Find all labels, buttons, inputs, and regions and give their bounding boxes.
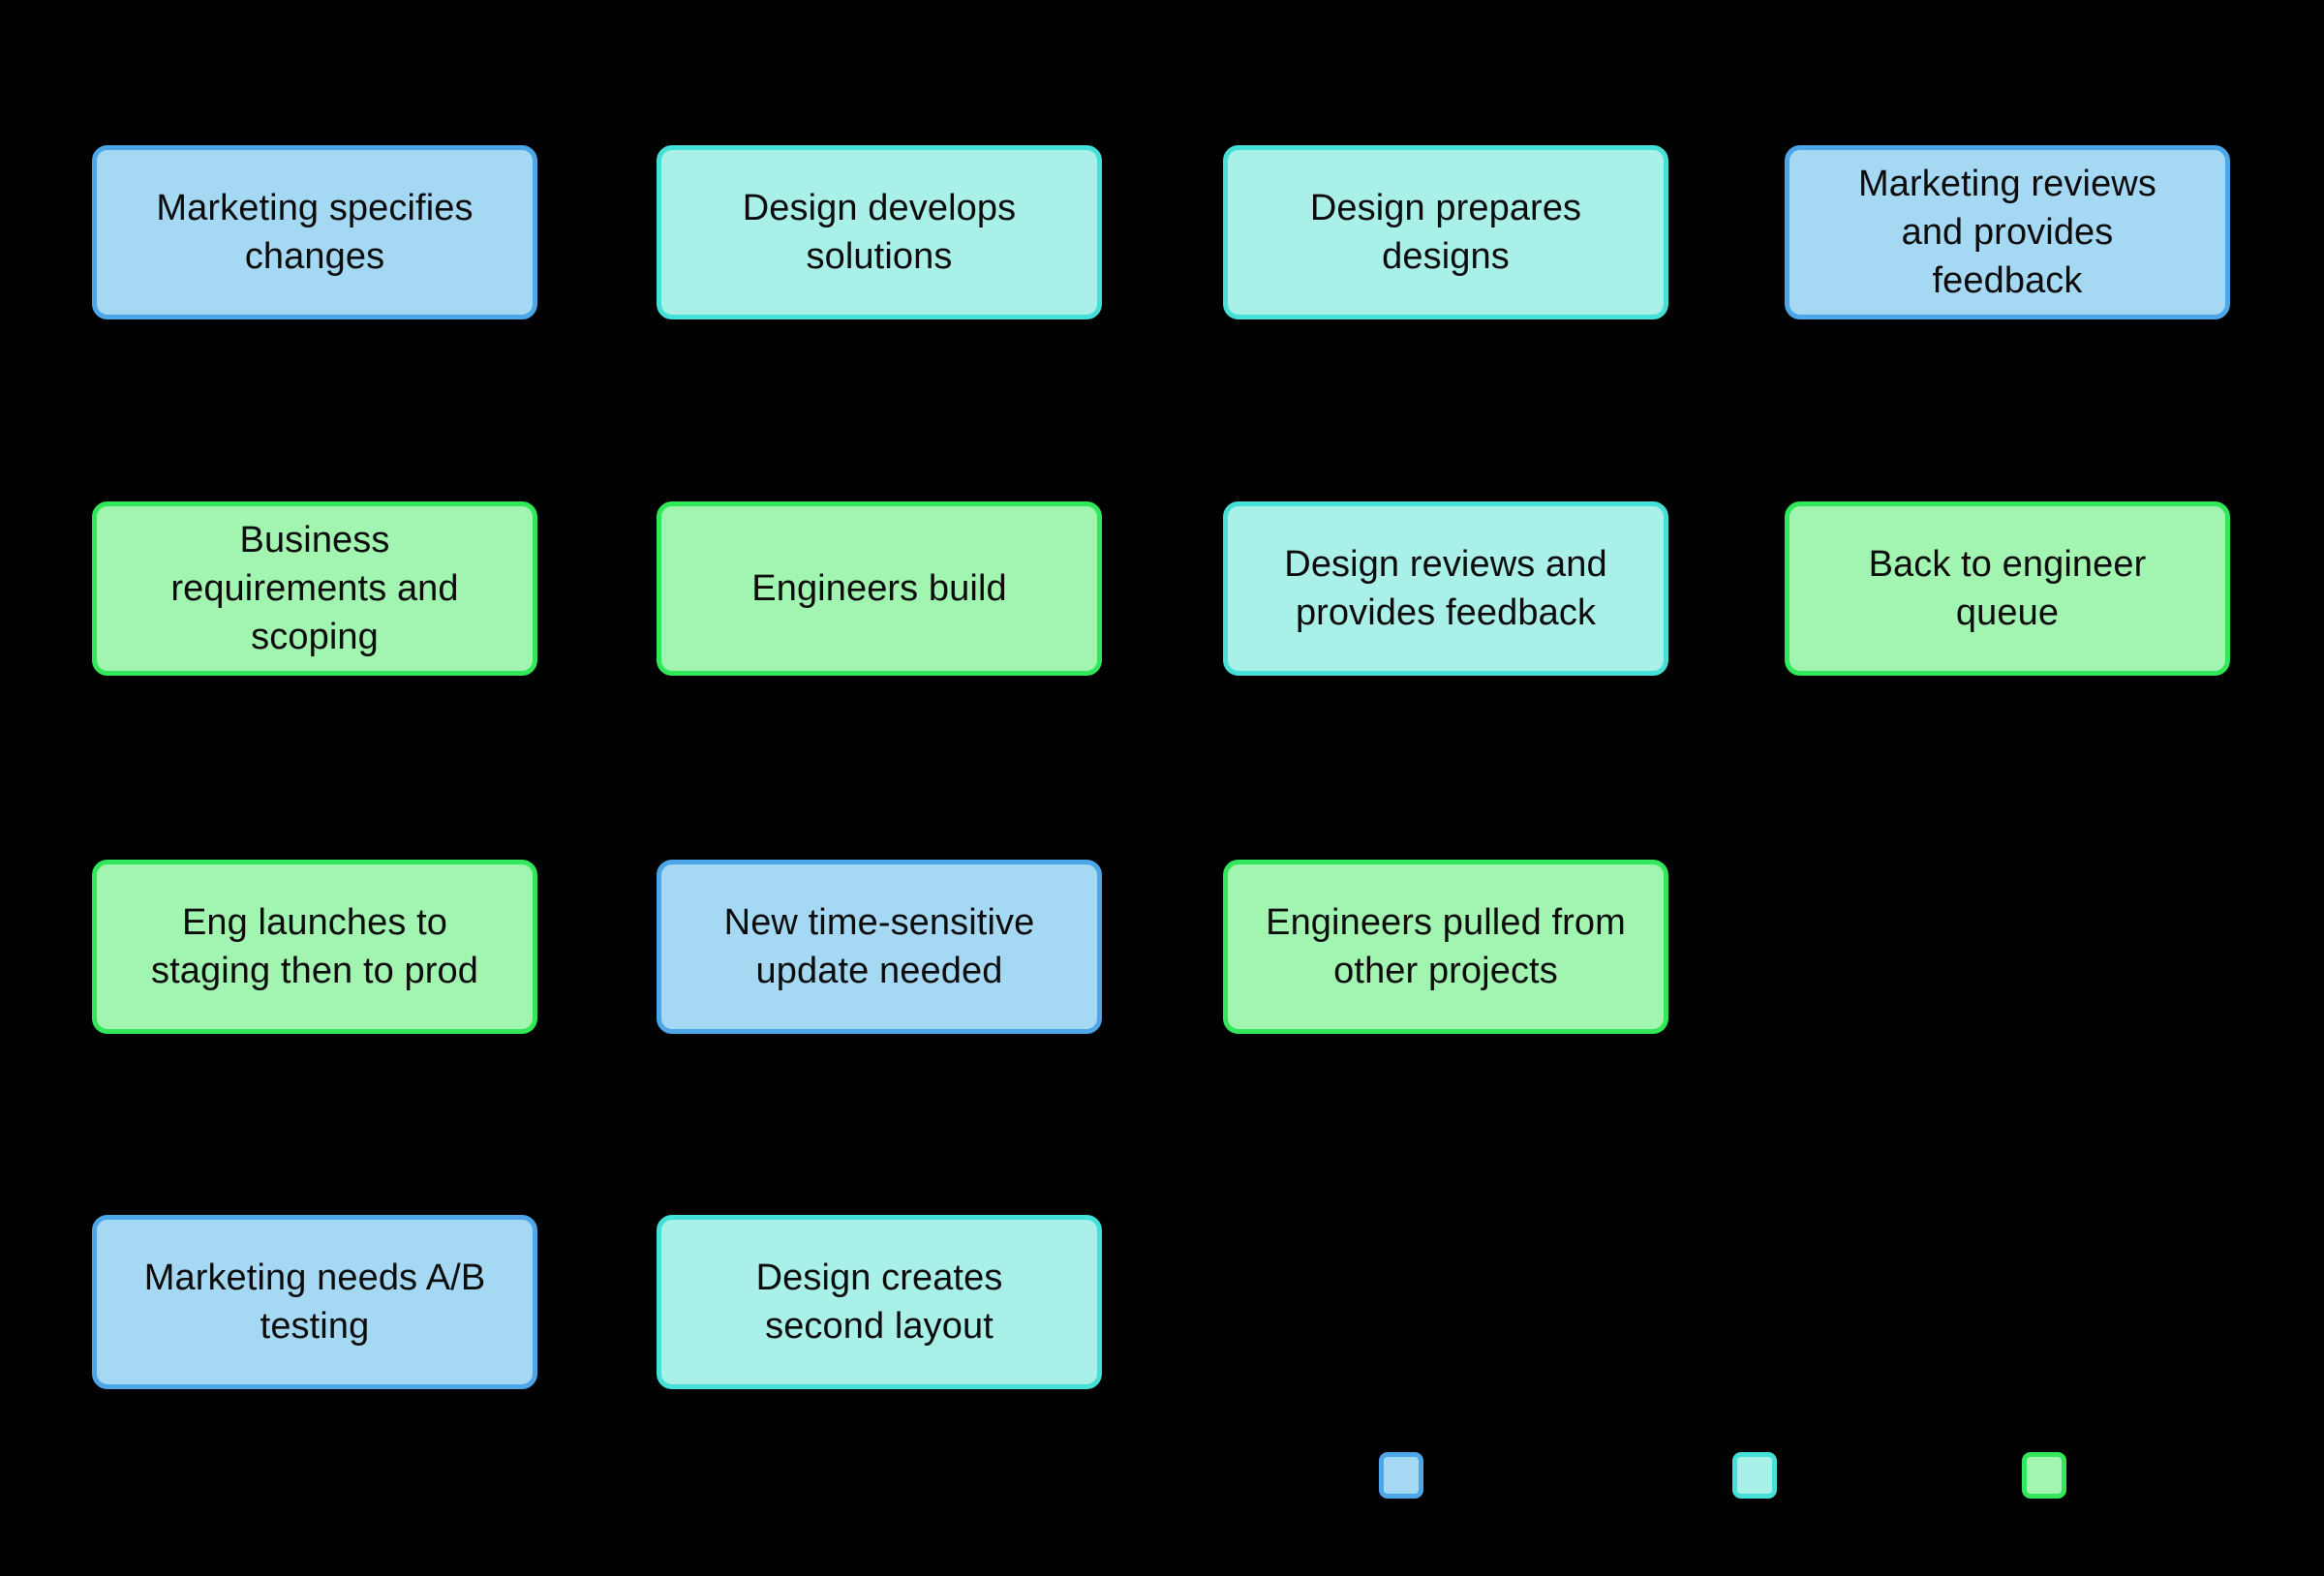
flow-node-label: Business requirements and scoping: [170, 519, 459, 658]
flow-node-n4[interactable]: Marketing reviews and provides feedback: [1785, 145, 2230, 319]
flow-node-label: Back to engineer queue: [1868, 543, 2147, 633]
flow-node-n3[interactable]: Design prepares designs: [1223, 145, 1668, 319]
flow-node-label: Marketing specifies changes: [156, 187, 474, 277]
flow-node-label: Marketing reviews and provides feedback: [1858, 163, 2156, 302]
legend-swatch-marketing: [1379, 1452, 1423, 1499]
flow-node-n11[interactable]: Engineers pulled from other projects: [1223, 860, 1668, 1034]
legend-swatch-design: [1732, 1452, 1777, 1499]
flow-node-n10[interactable]: New time-sensitive update needed: [657, 860, 1102, 1034]
flow-node-n1[interactable]: Marketing specifies changes: [92, 145, 537, 319]
flow-node-n12[interactable]: Marketing needs A/B testing: [92, 1215, 537, 1389]
flow-node-label: Eng launches to staging then to prod: [151, 901, 478, 991]
flow-node-label: Engineers pulled from other projects: [1266, 901, 1626, 991]
flow-node-n7[interactable]: Design reviews and provides feedback: [1223, 501, 1668, 676]
flow-node-label: Design develops solutions: [742, 187, 1017, 277]
flow-node-n9[interactable]: Eng launches to staging then to prod: [92, 860, 537, 1034]
flow-node-n13[interactable]: Design creates second layout: [657, 1215, 1102, 1389]
flow-node-label: Design prepares designs: [1309, 187, 1582, 277]
flow-node-label: Marketing needs A/B testing: [143, 1257, 486, 1347]
legend-swatch-engineering: [2022, 1452, 2066, 1499]
flow-node-n6[interactable]: Engineers build: [657, 501, 1102, 676]
flow-node-label: Design reviews and provides feedback: [1284, 543, 1607, 633]
flow-node-label: Design creates second layout: [755, 1257, 1003, 1347]
flow-node-n5[interactable]: Business requirements and scoping: [92, 501, 537, 676]
flow-node-n2[interactable]: Design develops solutions: [657, 145, 1102, 319]
flow-node-label: New time-sensitive update needed: [723, 901, 1035, 991]
flow-node-label: Engineers build: [751, 567, 1007, 609]
flow-node-n8[interactable]: Back to engineer queue: [1785, 501, 2230, 676]
